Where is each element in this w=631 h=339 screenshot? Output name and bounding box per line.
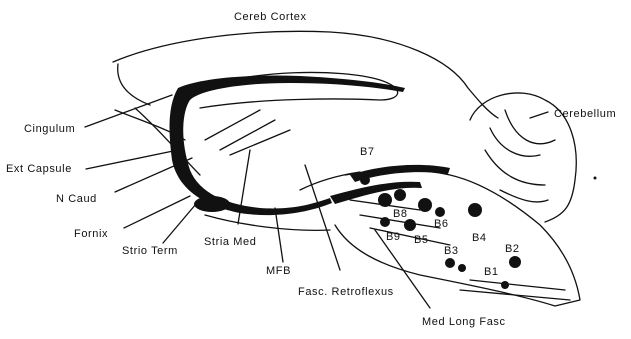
leader-ext-capsule — [86, 150, 178, 169]
leader-strio-term — [163, 204, 196, 243]
cortex-lower — [135, 108, 200, 175]
label-cerebellum: Cerebellum — [554, 108, 616, 120]
b3-nucleus-b — [458, 264, 466, 272]
label-cereb-cortex: Cereb Cortex — [234, 11, 307, 23]
b3-nucleus-a — [445, 258, 455, 268]
cerebellum-folia — [485, 110, 555, 202]
label-b4: B4 — [472, 232, 487, 244]
b6-nucleus-b — [435, 207, 445, 217]
b1-nucleus — [501, 281, 509, 289]
label-b1: B1 — [484, 266, 499, 278]
label-fasc-retroflexus: Fasc. Retroflexus — [298, 286, 394, 298]
label-strio-term: Strio Term — [122, 245, 178, 257]
b8-nucleus-a — [378, 193, 392, 207]
label-fornix: Fornix — [74, 228, 108, 240]
b4-nucleus — [468, 203, 482, 217]
b6-nucleus-a — [418, 198, 432, 212]
label-b3: B3 — [444, 245, 459, 257]
label-b6: B6 — [434, 218, 449, 230]
label-b7: B7 — [360, 146, 375, 158]
label-b5: B5 — [414, 234, 429, 246]
cortex-inner-fold — [118, 64, 150, 105]
label-b8: B8 — [393, 208, 408, 220]
b9-nucleus — [380, 217, 390, 227]
cortex-outline — [113, 31, 498, 118]
leader-cerebellum — [530, 112, 548, 118]
label-cingulum: Cingulum — [24, 123, 75, 135]
label-b2: B2 — [505, 243, 520, 255]
hypothalamus-outline — [205, 215, 330, 230]
fornix-nucleus — [194, 196, 230, 212]
dot-right — [594, 177, 597, 180]
label-mfb: MFB — [266, 265, 291, 277]
b7-nucleus — [360, 175, 370, 185]
leader-mfb — [275, 208, 283, 262]
leader-cingulum — [85, 95, 172, 127]
label-ext-capsule: Ext Capsule — [6, 163, 72, 175]
b8-nucleus-b — [394, 189, 406, 201]
b2-nucleus — [509, 256, 521, 268]
mfb-tract — [330, 182, 422, 204]
label-n-caud: N Caud — [56, 193, 97, 205]
label-med-long-fasc: Med Long Fasc — [422, 316, 506, 328]
label-b9: B9 — [386, 231, 401, 243]
b5-nucleus — [404, 219, 416, 231]
label-stria-med: Stria Med — [204, 236, 256, 248]
